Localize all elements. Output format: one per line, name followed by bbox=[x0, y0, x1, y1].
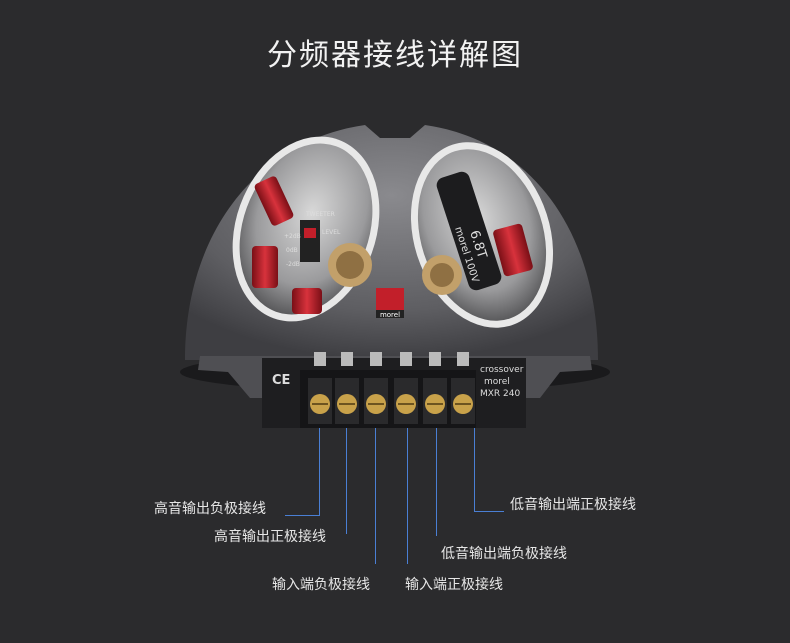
brand-logo-text: morel bbox=[380, 311, 400, 319]
guide-line-lf-neg bbox=[436, 428, 437, 536]
label-lf-pos: 低音输出端正极接线 bbox=[510, 497, 636, 513]
terminal-screw-slot bbox=[368, 403, 384, 405]
guide-line-in-neg bbox=[375, 428, 376, 564]
tweeter-label: TWEETER bbox=[305, 211, 335, 218]
terminal-screw-slot bbox=[339, 403, 355, 405]
label-hf-pos: 高音输出正极接线 bbox=[214, 529, 326, 545]
left-window: TWEETER LEVEL +2dB 0dB -2dB bbox=[232, 136, 380, 322]
level-switch bbox=[300, 220, 320, 262]
level-zero-label: 0dB bbox=[286, 247, 298, 254]
terminal-screw-slot bbox=[398, 403, 414, 405]
page-title: 分频器接线详解图 bbox=[267, 38, 523, 73]
capacitor bbox=[252, 246, 278, 288]
label-in-neg: 输入端负极接线 bbox=[272, 577, 370, 593]
terminal-tab bbox=[314, 352, 326, 366]
terminal-screw-slot bbox=[312, 403, 328, 405]
capacitor bbox=[292, 288, 322, 314]
label-hf-neg: 高音输出负极接线 bbox=[154, 501, 266, 517]
guide-line-hf-neg bbox=[319, 428, 320, 516]
ce-mark: CE bbox=[272, 373, 290, 388]
level-label: LEVEL bbox=[322, 229, 341, 236]
terminal-tab bbox=[400, 352, 412, 366]
capacitor bbox=[254, 176, 294, 226]
guide-line-lf-pos-h bbox=[474, 511, 504, 512]
terminal-screw-slot bbox=[427, 403, 443, 405]
label-lf-neg: 低音输出端负极接线 bbox=[441, 546, 567, 562]
model-line-3: MXR 240 bbox=[480, 389, 520, 399]
terminal-tab bbox=[370, 352, 382, 366]
guide-line-hf-neg-h bbox=[285, 515, 320, 516]
capacitor bbox=[493, 223, 533, 277]
terminal-tab bbox=[341, 352, 353, 366]
level-plus-label: +2dB bbox=[284, 233, 301, 240]
right-window: 6.8T morel 100V bbox=[410, 142, 554, 328]
guide-line-in-pos bbox=[407, 428, 408, 564]
terminal-screw-slot bbox=[455, 403, 471, 405]
model-line-2: morel bbox=[484, 377, 510, 387]
guide-line-hf-pos bbox=[346, 428, 347, 534]
guide-line-lf-pos bbox=[474, 428, 475, 512]
terminal-tab bbox=[457, 352, 469, 366]
film-capacitor bbox=[436, 171, 502, 291]
model-line-1: crossover bbox=[480, 365, 524, 375]
level-minus-label: -2dB bbox=[286, 261, 300, 268]
terminal-tab bbox=[429, 352, 441, 366]
level-switch-knob bbox=[304, 228, 316, 238]
terminals bbox=[308, 352, 475, 424]
label-in-pos: 输入端正极接线 bbox=[405, 577, 503, 593]
morel-logo: morel bbox=[376, 288, 404, 319]
